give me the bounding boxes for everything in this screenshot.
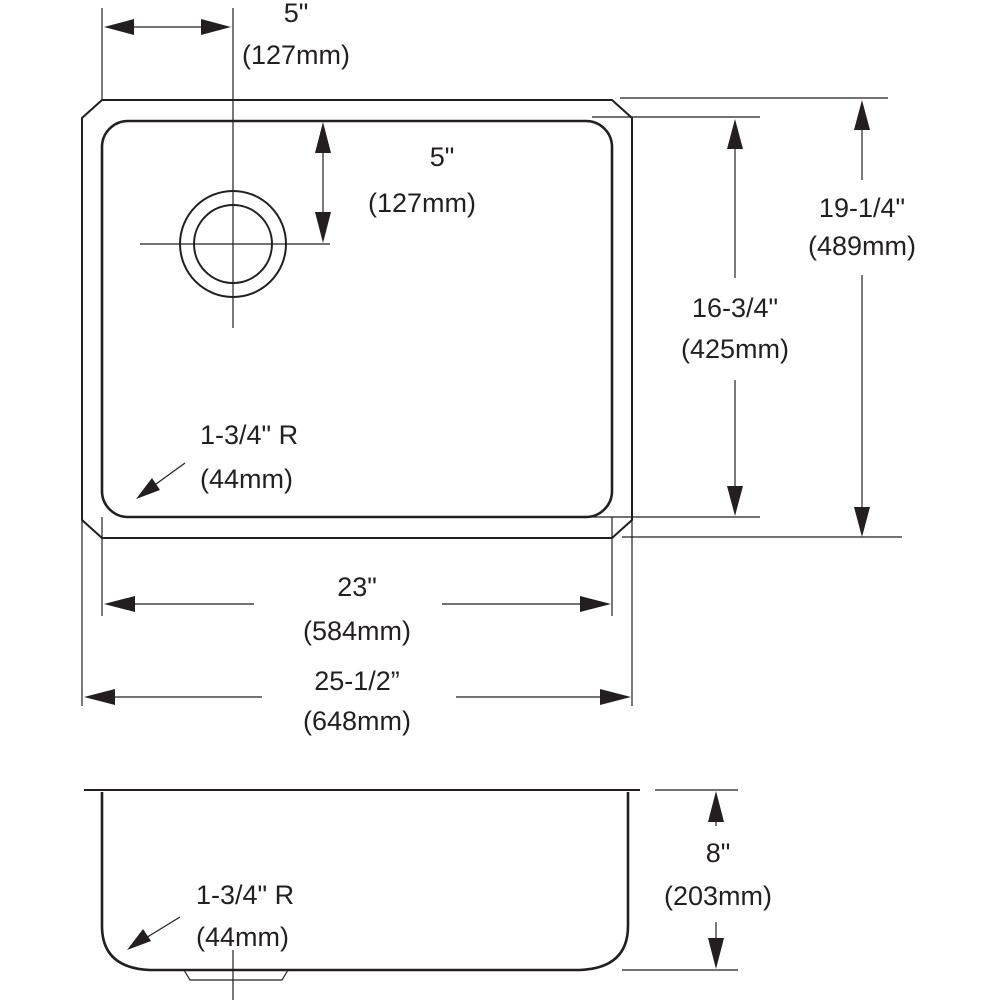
dim-side-corner-radius: 1-3/4" R (44mm)	[127, 880, 294, 952]
side-view: 8" (203mm) 1-3/4" R (44mm)	[84, 789, 772, 1000]
dim-drain-offset-y: 5" (127mm)	[315, 122, 476, 243]
dim-label-imperial: 5"	[430, 142, 455, 172]
dim-label-metric: (648mm)	[303, 706, 411, 736]
inner-bowl-outline	[100, 119, 614, 519]
dim-overall-width: 25-1/2” (648mm)	[84, 666, 631, 736]
dim-label-imperial: 1-3/4" R	[200, 420, 298, 450]
dim-label-imperial: 19-1/4"	[819, 193, 905, 223]
dim-overall-depth: 19-1/4" (489mm)	[808, 100, 916, 537]
drain-stub	[183, 969, 289, 981]
top-view: 5" (127mm) 5" (127mm) 19-1/4" (489mm) 1	[81, 0, 916, 736]
dim-bowl-height: 8" (203mm)	[664, 791, 772, 969]
dim-label-metric: (44mm)	[196, 922, 289, 952]
dim-bowl-depth: 16-3/4" (425mm)	[681, 119, 789, 516]
dim-label-metric: (584mm)	[303, 616, 411, 646]
dim-label-metric: (127mm)	[368, 188, 476, 218]
dim-bowl-width: 23" (584mm)	[104, 572, 611, 646]
dim-label-metric: (203mm)	[664, 881, 772, 911]
dim-label-imperial: 1-3/4" R	[196, 880, 294, 910]
dim-drain-offset-x: 5" (127mm)	[104, 0, 350, 70]
outer-rim-outline	[81, 99, 633, 539]
dim-label-metric: (425mm)	[681, 334, 789, 364]
dim-label-imperial: 16-3/4"	[692, 293, 778, 323]
dim-label-imperial: 25-1/2”	[314, 666, 400, 696]
dim-label-imperial: 5"	[284, 0, 309, 28]
dim-corner-radius: 1-3/4" R (44mm)	[136, 420, 298, 499]
bowl-profile	[100, 792, 630, 972]
dim-label-imperial: 8"	[706, 838, 731, 868]
dim-label-metric: (489mm)	[808, 231, 916, 261]
dim-label-metric: (44mm)	[200, 464, 293, 494]
dim-label-metric: (127mm)	[242, 40, 350, 70]
dim-label-imperial: 23"	[337, 572, 377, 602]
